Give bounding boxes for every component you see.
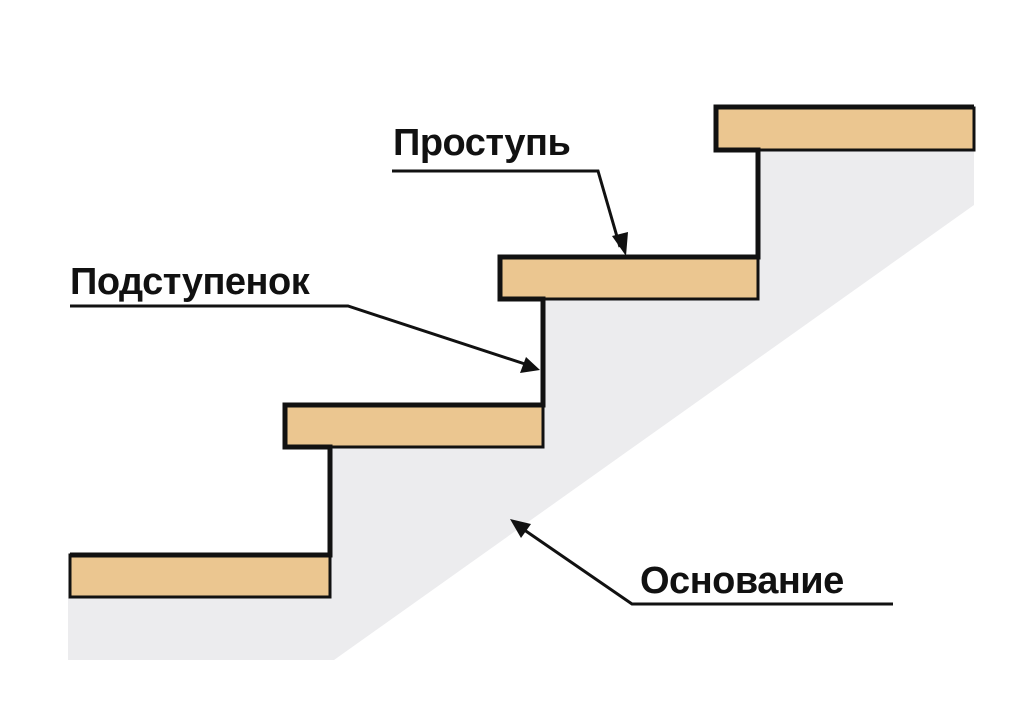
stair-base: [68, 150, 974, 660]
tread-label: Проступь: [393, 122, 571, 164]
tread-board-4: [714, 106, 976, 152]
tread-board-2: [283, 403, 545, 449]
riser-label: Подступенок: [70, 261, 310, 303]
tread-board-3: [498, 255, 760, 301]
base-label: Основание: [640, 560, 844, 602]
riser-leader: [70, 304, 540, 373]
step-profile-outline: [70, 104, 974, 558]
tread-leader: [392, 169, 628, 256]
base-leader: [510, 519, 893, 606]
tread-board-1: [68, 553, 332, 599]
